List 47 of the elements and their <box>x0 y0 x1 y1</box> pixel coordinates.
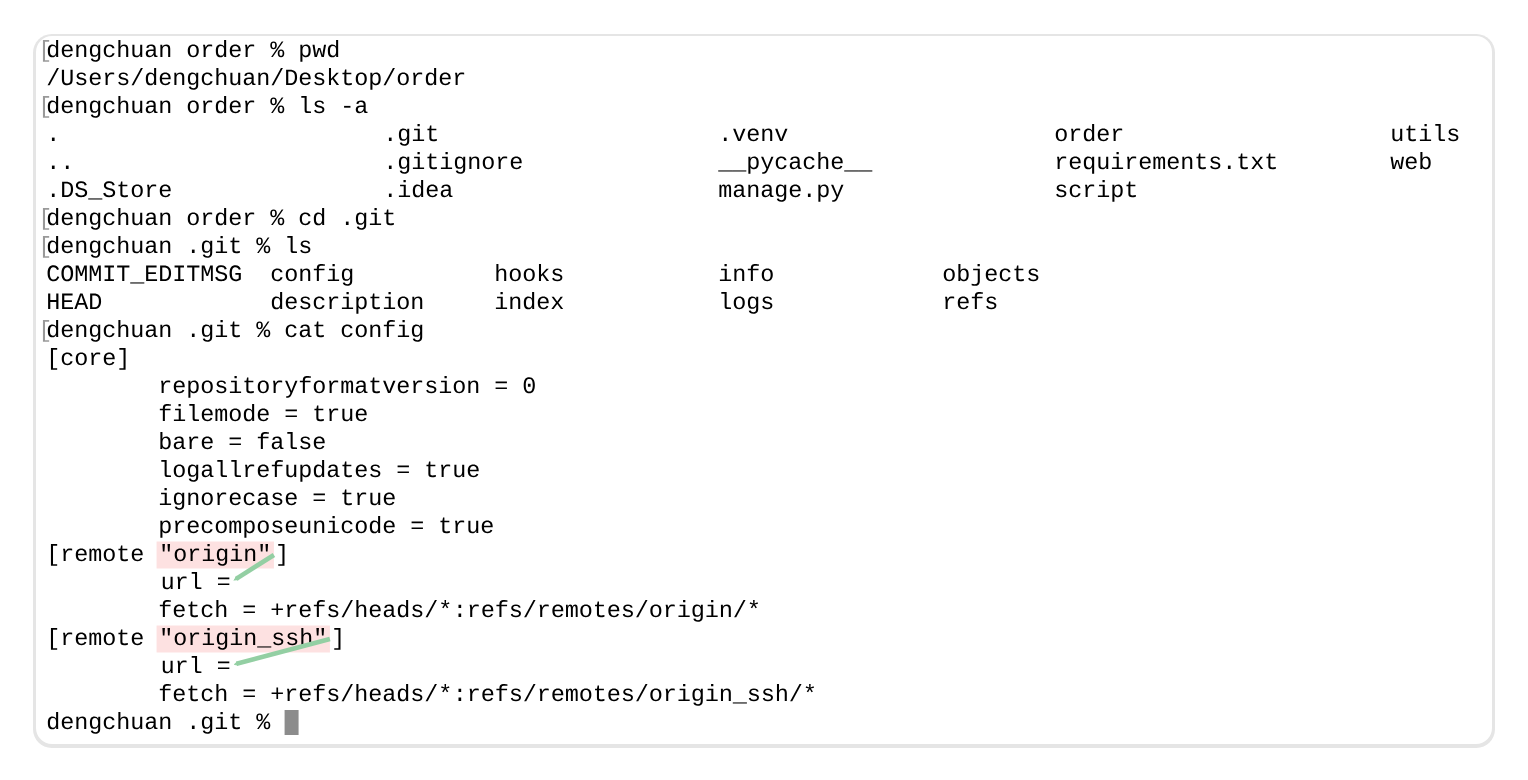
output-text: description <box>271 292 423 314</box>
output-text: index <box>495 292 564 310</box>
output-text: ignorecase = true <box>159 488 395 510</box>
output-text: /Users/dengchuan/Desktop/order <box>47 68 465 90</box>
config-line: url = <box>162 656 230 674</box>
config-line: url = <box>162 572 230 590</box>
output-text: script <box>1056 180 1136 202</box>
output-text: .git <box>388 124 437 146</box>
output-text: order <box>1055 124 1123 142</box>
output-text: HEAD <box>48 293 102 309</box>
arrow <box>233 636 331 667</box>
output-text: hooks <box>496 264 563 282</box>
output-text: refs <box>945 292 997 310</box>
output-text: logallrefupdates = true <box>161 460 479 482</box>
highlighted-text: "origin" <box>156 541 274 569</box>
output-text: utils <box>1392 124 1459 142</box>
output-text: ] <box>278 544 285 566</box>
output-text: __pycache__ <box>718 152 873 174</box>
output-text: COMMIT_EDITMSG <box>47 265 241 284</box>
output-text: objects <box>943 264 1039 286</box>
output-text: web <box>1390 152 1431 170</box>
output-text: .. <box>51 165 69 169</box>
output-text: repositoryformatversion = 0 <box>161 376 535 398</box>
arrow <box>233 553 276 581</box>
output-text: [remote <box>50 628 143 650</box>
output-text: info <box>719 264 773 282</box>
output-text: logs <box>721 292 773 314</box>
command-line: dengchuan .git % <box>47 712 271 734</box>
output-text: fetch = +refs/heads/* <box>159 684 450 702</box>
output-text: bare = false <box>160 432 325 450</box>
output-text: ] <box>334 628 341 650</box>
output-text: requirements.txt <box>1057 152 1276 174</box>
output-text: .DS_Store <box>51 181 171 200</box>
output-text: config <box>271 264 353 286</box>
output-text: :refs/remotes/origin_ssh/* <box>458 684 814 706</box>
output-text: . <box>51 137 55 141</box>
output-text: .idea <box>388 180 453 198</box>
output-text: [core] <box>50 348 126 370</box>
highlighted-text: "origin_ssh" <box>156 625 330 653</box>
output-text: :refs/remotes/origin/* <box>458 600 758 622</box>
output-text: [remote <box>50 544 143 566</box>
output-text: .venv <box>723 128 788 142</box>
output-text: precomposeunicode = true <box>160 516 493 538</box>
output-text: filemode = true <box>159 404 367 422</box>
output-text: manage.py <box>719 184 844 202</box>
output-text: .gitignore <box>388 152 522 174</box>
output-text: fetch = +refs/heads/* <box>159 600 450 618</box>
